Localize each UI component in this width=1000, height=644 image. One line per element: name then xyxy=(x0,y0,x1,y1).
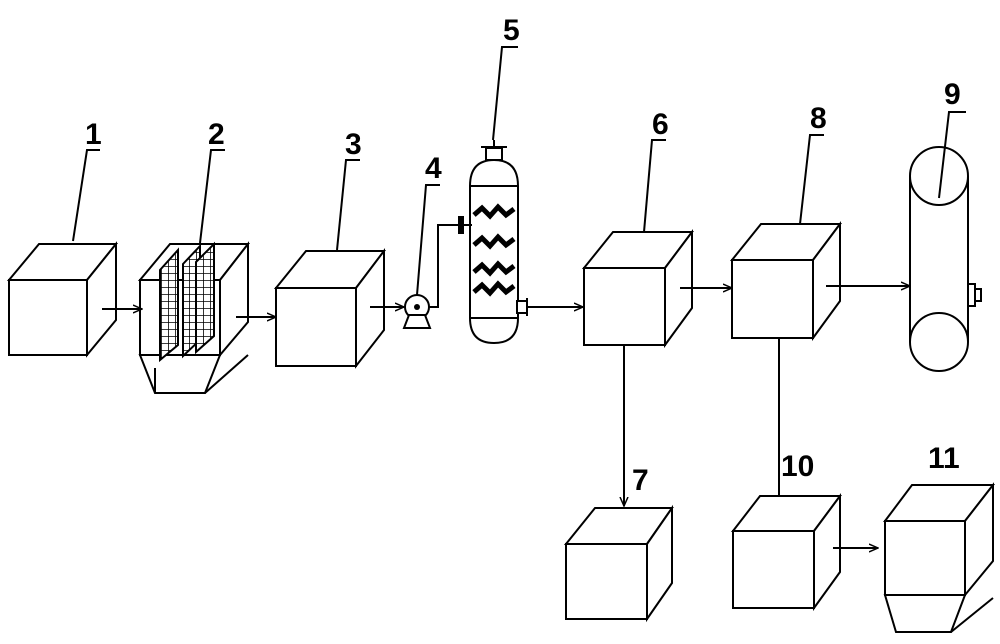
unit-11-hopper-tank xyxy=(883,482,996,633)
unit-5-column-vessel xyxy=(448,140,528,345)
flow-lines xyxy=(102,224,910,548)
unit-8-box xyxy=(729,221,842,342)
label-6: 6 xyxy=(652,108,669,141)
label-2: 2 xyxy=(208,118,225,151)
unit-10-box xyxy=(730,492,842,612)
labels: 1 2 3 4 5 6 7 8 9 10 11 xyxy=(85,14,961,497)
unit-2-grid-tank xyxy=(137,241,251,394)
unit-3-box xyxy=(273,248,387,369)
label-1: 1 xyxy=(85,118,102,151)
label-8: 8 xyxy=(810,102,827,135)
unit-1-box xyxy=(6,241,119,358)
label-9: 9 xyxy=(944,78,961,111)
label-5: 5 xyxy=(503,14,520,47)
label-7: 7 xyxy=(632,464,649,497)
unit-9-cylinder xyxy=(909,146,982,372)
label-11: 11 xyxy=(928,442,960,475)
unit-4-pump xyxy=(402,294,432,329)
label-4: 4 xyxy=(425,152,442,185)
label-3: 3 xyxy=(345,128,362,161)
leader-lines xyxy=(72,46,966,296)
flow-4-to-5 xyxy=(429,224,448,308)
unit-7-box xyxy=(563,504,674,623)
unit-6-box xyxy=(581,229,694,349)
label-10: 10 xyxy=(781,450,814,483)
